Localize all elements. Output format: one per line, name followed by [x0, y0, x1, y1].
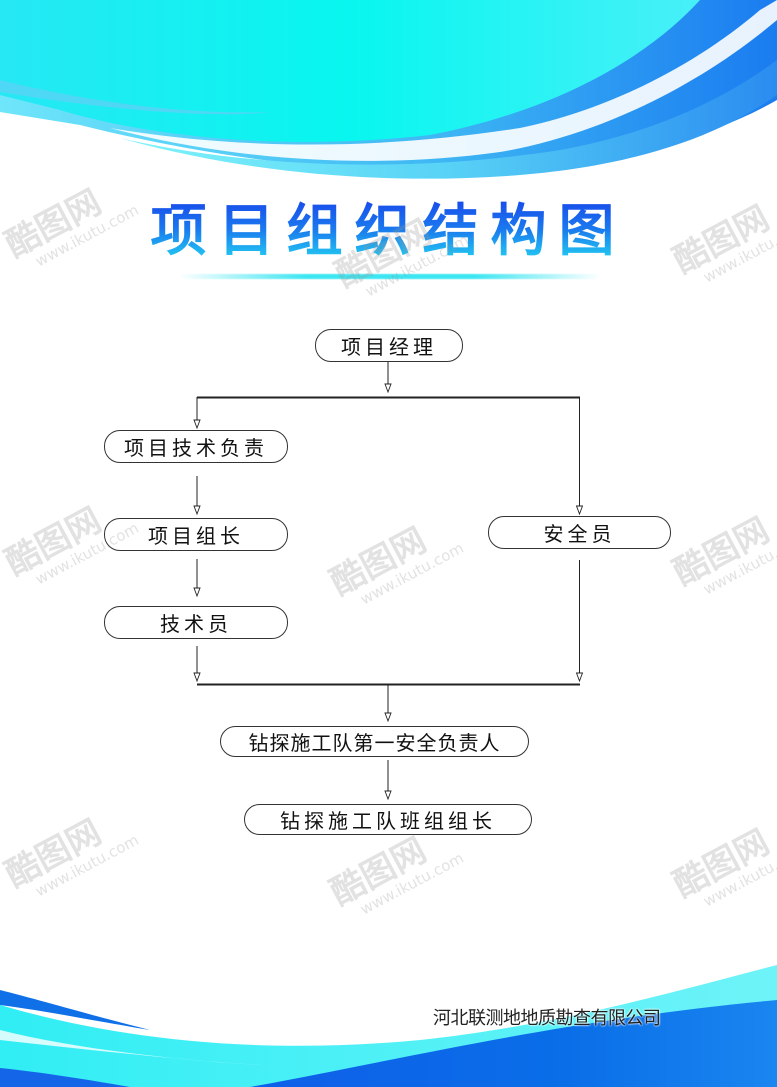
company-name: 河北联测地地质勘查有限公司	[433, 1008, 661, 1029]
node-technician: 技术员	[104, 606, 288, 639]
title-underline	[180, 274, 600, 279]
page-title: 项目组织结构图	[0, 196, 777, 268]
node-technical-lead: 项目技术负责	[104, 430, 288, 463]
node-safety-officer: 安全员	[488, 516, 671, 549]
node-project-manager: 项目经理	[315, 329, 463, 362]
connectors	[193, 362, 584, 801]
node-drill-team-lead: 钻探施工队班组组长	[244, 804, 532, 835]
node-team-lead: 项目组长	[104, 518, 288, 551]
node-drill-safety-lead: 钻探施工队第一安全负责人	[220, 726, 529, 757]
